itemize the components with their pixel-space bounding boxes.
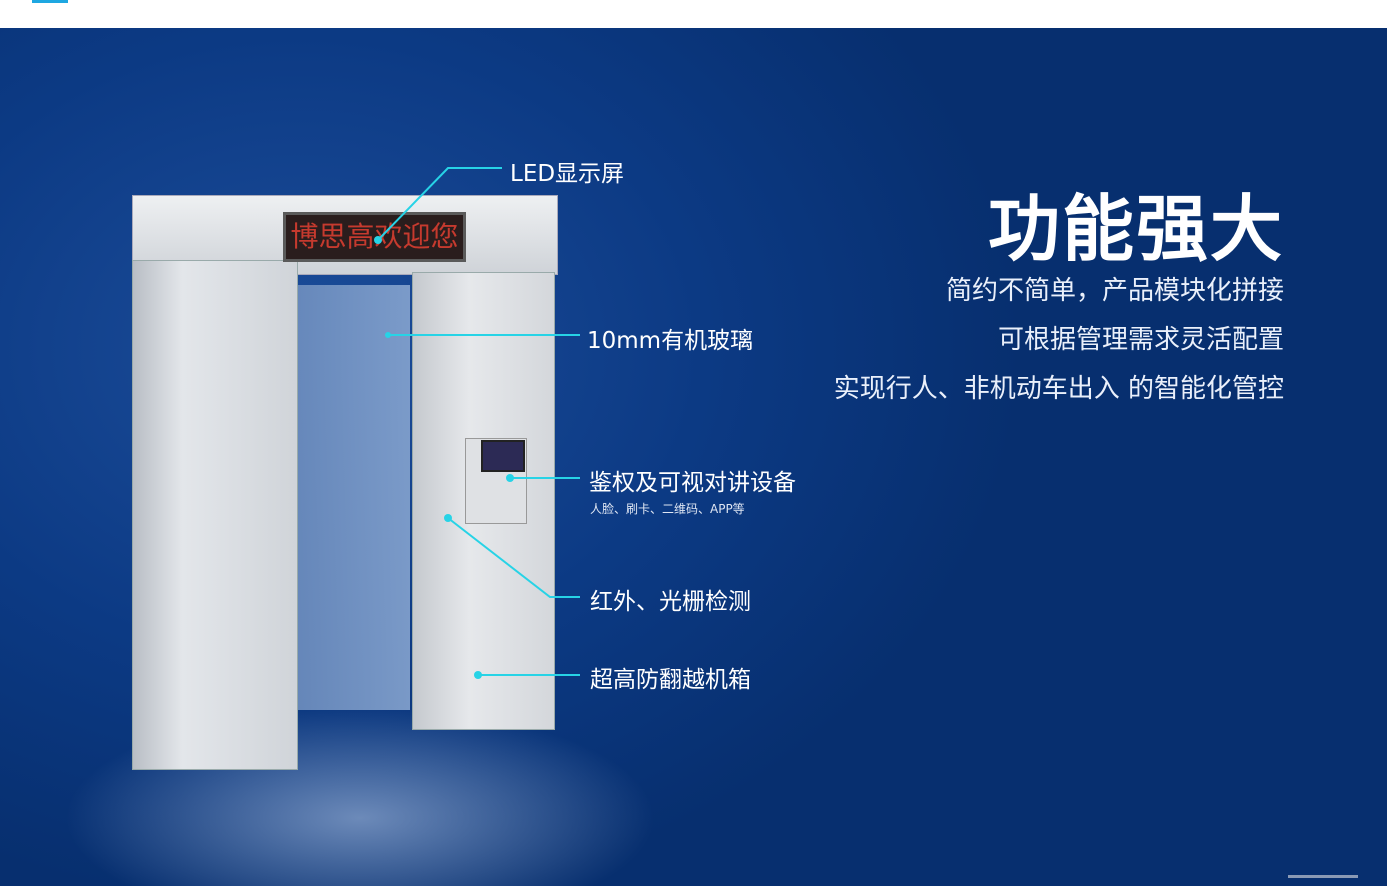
callout-auth-sub: 人脸、刷卡、二维码、APP等 — [590, 502, 745, 516]
top-bar — [0, 0, 1387, 28]
slide-indicator[interactable] — [1288, 875, 1358, 878]
subtitle-3: 实现行人、非机动车出入 的智能化管控 — [833, 374, 1284, 404]
subtitle-2: 可根据管理需求灵活配置 — [997, 325, 1284, 355]
led-display: 博思高欢迎您 — [283, 212, 466, 262]
device-screen — [481, 440, 525, 472]
subtitle-1: 简约不简单，产品模块化拼接 — [945, 276, 1284, 306]
callout-glass: 10mm有机玻璃 — [587, 328, 754, 354]
callout-led: LED显示屏 — [510, 161, 625, 187]
page-title: 功能强大 — [987, 187, 1284, 271]
callout-infrared: 红外、光栅检测 — [590, 589, 751, 615]
active-tab-indicator — [32, 0, 68, 3]
glass-panel — [298, 285, 410, 710]
callout-auth: 鉴权及可视对讲设备 — [589, 470, 796, 496]
left-cabinet — [132, 260, 298, 770]
callout-cabinet: 超高防翻越机箱 — [590, 667, 751, 693]
